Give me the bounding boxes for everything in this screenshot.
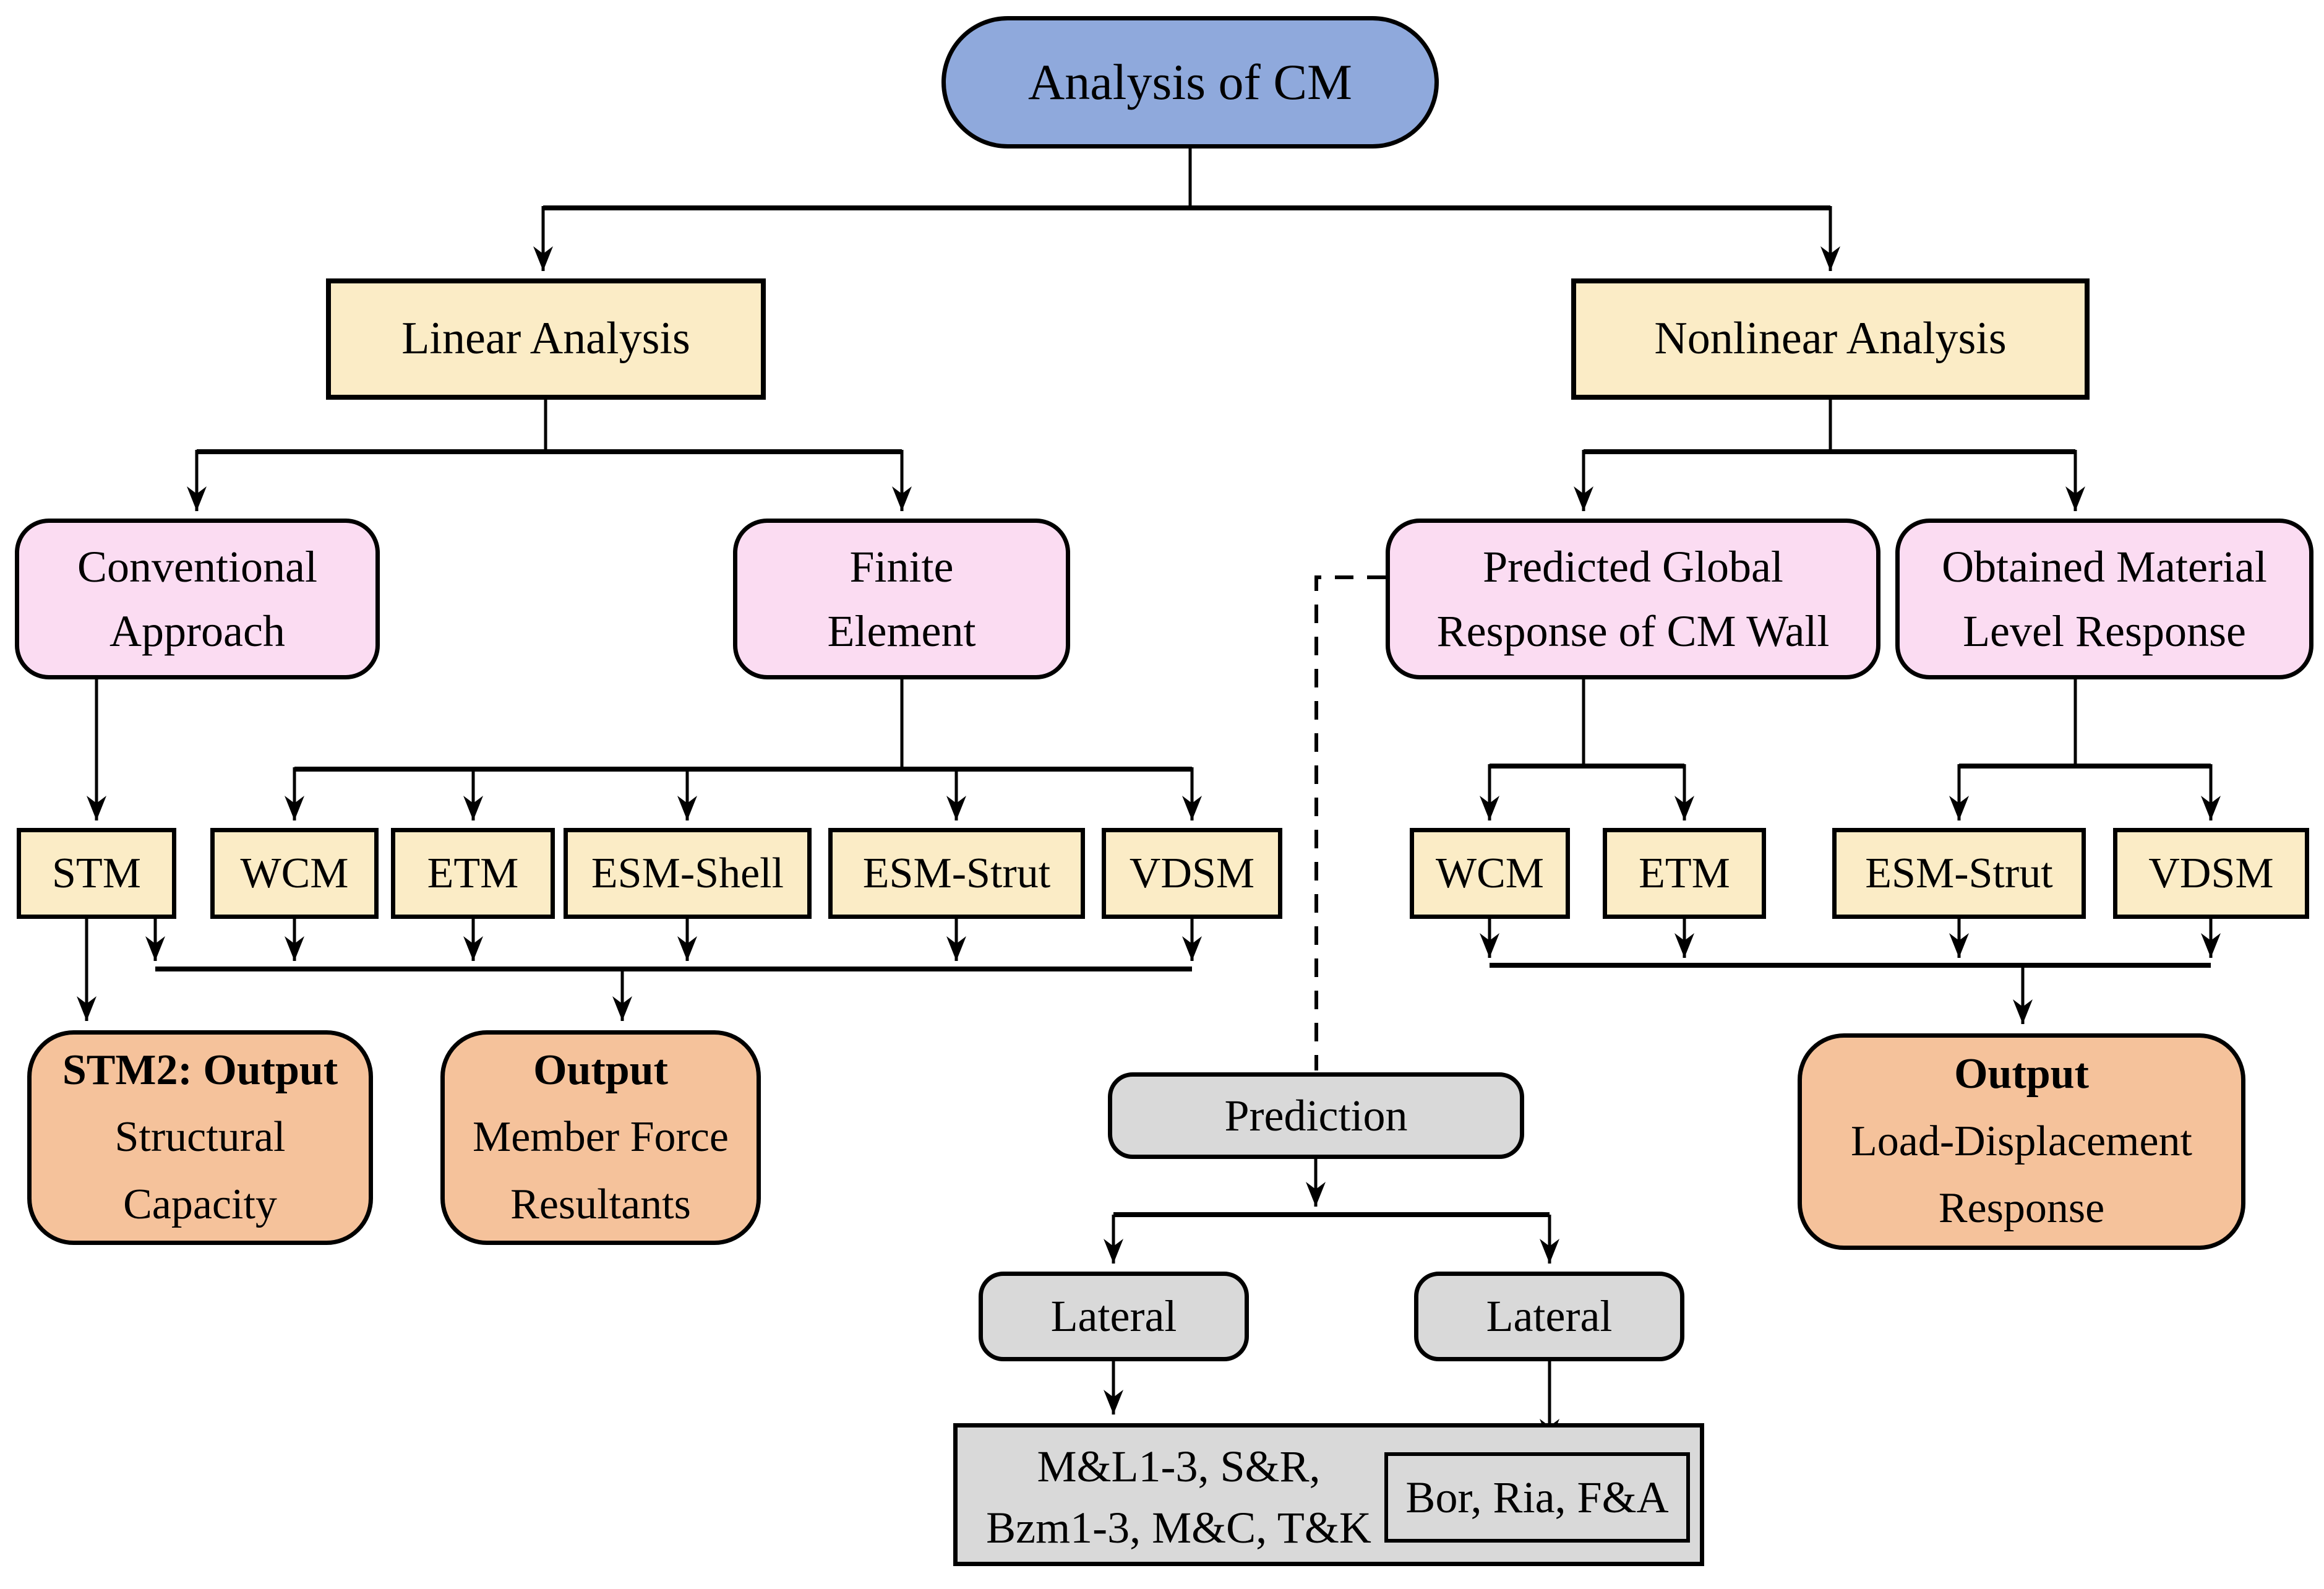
node-label: ESM-Shell — [591, 849, 784, 897]
node-label: Resultants — [510, 1180, 691, 1228]
node-label: Level Response — [1963, 606, 2246, 656]
node-label: Capacity — [123, 1180, 277, 1228]
node-label: Element — [827, 606, 976, 656]
node-label: Conventional — [77, 541, 317, 592]
node-reference-inner: Bor, Ria, F&A — [1384, 1452, 1690, 1543]
node-output-load-displacement: Output Load-Displacement Response — [1798, 1033, 2245, 1250]
node-conventional-approach: Conventional Approach — [15, 519, 380, 679]
node-label: M&L1-3, S&R, — [1037, 1442, 1321, 1491]
node-prediction: Prediction — [1108, 1072, 1524, 1159]
node-lateral-right: Lateral — [1414, 1272, 1684, 1361]
node-label: Member Force — [472, 1113, 729, 1161]
node-stm: STM — [17, 828, 176, 919]
node-label: WCM — [240, 849, 349, 897]
node-label: ETM — [427, 849, 519, 897]
node-esm-strut-nonlinear: ESM-Strut — [1832, 828, 2086, 919]
node-wcm-nonlinear: WCM — [1410, 828, 1570, 919]
node-output-member-force: Output Member Force Resultants — [440, 1030, 761, 1245]
node-label: STM — [52, 849, 141, 897]
node-label: Response — [1938, 1184, 2105, 1233]
node-label: Bor, Ria, F&A — [1405, 1472, 1669, 1522]
node-label: WCM — [1436, 849, 1544, 897]
node-label: Bzm1-3, M&C, T&K — [986, 1503, 1371, 1553]
node-title: Output — [1954, 1050, 2089, 1098]
node-vdsm-linear: VDSM — [1102, 828, 1282, 919]
node-label: Linear Analysis — [401, 313, 690, 364]
node-predicted-global-response: Predicted Global Response of CM Wall — [1386, 519, 1880, 679]
node-obtained-material-response: Obtained Material Level Response — [1895, 519, 2313, 679]
node-label: Response of CM Wall — [1436, 606, 1830, 656]
node-label: ESM-Strut — [1865, 849, 2053, 897]
node-label: Finite — [849, 541, 954, 592]
node-label: Predicted Global — [1483, 541, 1783, 592]
node-etm-nonlinear: ETM — [1603, 828, 1766, 919]
node-nonlinear-analysis: Nonlinear Analysis — [1571, 278, 2090, 400]
node-label: Lateral — [1050, 1291, 1177, 1341]
node-label: Nonlinear Analysis — [1654, 313, 2007, 364]
node-linear-analysis: Linear Analysis — [326, 278, 766, 400]
node-label: VDSM — [2148, 849, 2274, 897]
node-title: Output — [533, 1046, 668, 1094]
node-etm-linear: ETM — [391, 828, 555, 919]
node-label: Obtained Material — [1942, 541, 2267, 592]
node-label: ETM — [1639, 849, 1730, 897]
node-title: STM2: Output — [62, 1046, 338, 1094]
node-label: Approach — [109, 606, 285, 656]
node-esm-shell: ESM-Shell — [564, 828, 812, 919]
node-label: Load-Displacement — [1850, 1117, 2192, 1165]
node-vdsm-nonlinear: VDSM — [2113, 828, 2309, 919]
reference-list: M&L1-3, S&R, Bzm1-3, M&C, T&K — [973, 1436, 1384, 1559]
node-label: VDSM — [1129, 849, 1255, 897]
node-label: Lateral — [1486, 1291, 1613, 1341]
node-esm-strut-linear: ESM-Strut — [828, 828, 1085, 919]
dashed-connector — [1314, 575, 1386, 1070]
node-stm2-output: STM2: Output Structural Capacity — [27, 1030, 373, 1245]
node-label: Structural — [114, 1113, 286, 1161]
node-analysis-of-cm: Analysis of CM — [941, 16, 1439, 149]
node-finite-element: Finite Element — [733, 519, 1070, 679]
node-label: Prediction — [1224, 1090, 1408, 1140]
node-label: Analysis of CM — [1028, 53, 1352, 110]
node-lateral-left: Lateral — [979, 1272, 1249, 1361]
node-label: ESM-Strut — [862, 849, 1051, 897]
node-wcm-linear: WCM — [210, 828, 379, 919]
